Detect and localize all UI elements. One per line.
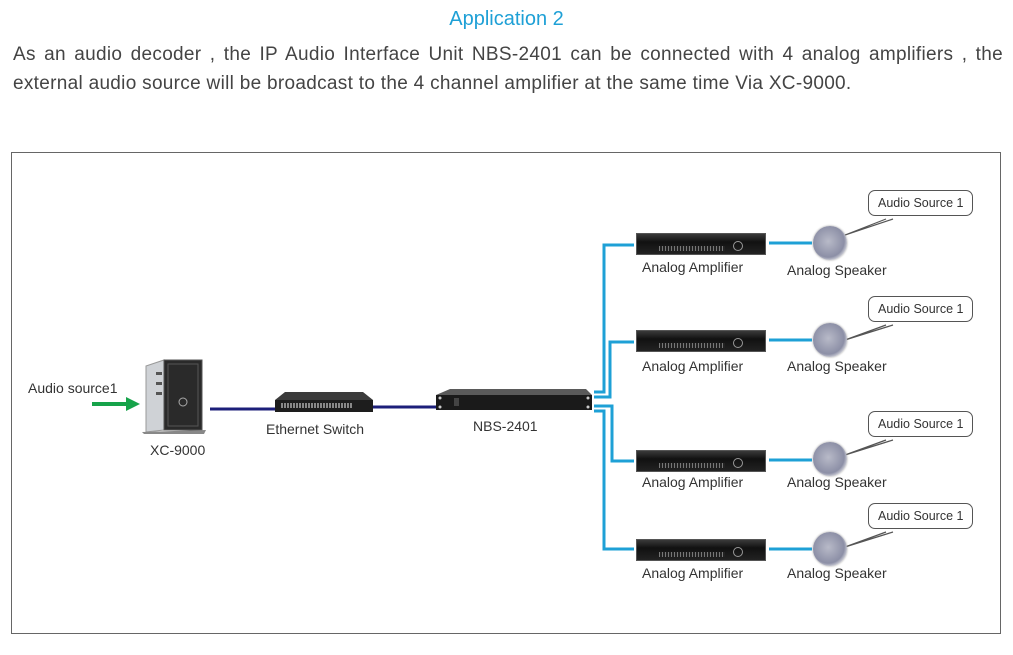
amplifier-label-3: Analog Amplifier: [642, 474, 744, 490]
audio-lines: [594, 241, 812, 551]
server-label: XC-9000: [150, 442, 206, 458]
amplifier-label-2: Analog Amplifier: [642, 358, 744, 374]
speaker-label-4: Analog Speaker: [787, 565, 887, 581]
input-arrow-icon: [92, 397, 140, 411]
speaker-label-2: Analog Speaker: [787, 358, 887, 374]
speaker-icon-3[interactable]: [813, 442, 847, 476]
audio-line-2: [594, 340, 634, 399]
speaker-icon-2[interactable]: [813, 323, 847, 357]
analog-amplifier-2[interactable]: [636, 330, 766, 352]
page-title: Application 2: [449, 8, 564, 30]
diagram-frame: [11, 152, 1001, 634]
description-text: As an audio decoder , the IP Audio Inter…: [13, 44, 1003, 94]
speaker-icon-4[interactable]: [813, 532, 847, 566]
speech-bubble-2: Audio Source 1: [868, 296, 974, 322]
switch-label: Ethernet Switch: [266, 421, 365, 437]
audio-line-4: [594, 409, 634, 551]
analog-amplifier-4[interactable]: [636, 539, 766, 561]
speaker-label-3: Analog Speaker: [787, 474, 887, 490]
speaker-label-1: Analog Speaker: [787, 262, 887, 278]
speaker-icon-1[interactable]: [813, 226, 847, 260]
decoder-nbs2401[interactable]: [436, 389, 592, 411]
ethernet-switch[interactable]: [275, 390, 373, 414]
server-icon: [142, 359, 206, 434]
decoder-label: NBS-2401: [473, 418, 538, 434]
speech-bubble-1: Audio Source 1: [868, 190, 974, 216]
switch-icon: [275, 392, 373, 412]
audio-line-3: [594, 404, 634, 463]
audio-source-input-label: Audio source1: [28, 380, 118, 396]
decoder-icon: [436, 389, 592, 410]
speech-bubble-4: Audio Source 1: [868, 503, 974, 529]
analog-amplifier-3[interactable]: [636, 450, 766, 472]
amplifier-label-1: Analog Amplifier: [642, 259, 744, 275]
audio-line-1: [594, 243, 634, 394]
bubble-tails: [844, 218, 894, 548]
speech-bubble-3: Audio Source 1: [868, 411, 974, 437]
amplifier-label-4: Analog Amplifier: [642, 565, 744, 581]
analog-amplifier-1[interactable]: [636, 233, 766, 255]
server-xc9000[interactable]: [142, 358, 206, 434]
